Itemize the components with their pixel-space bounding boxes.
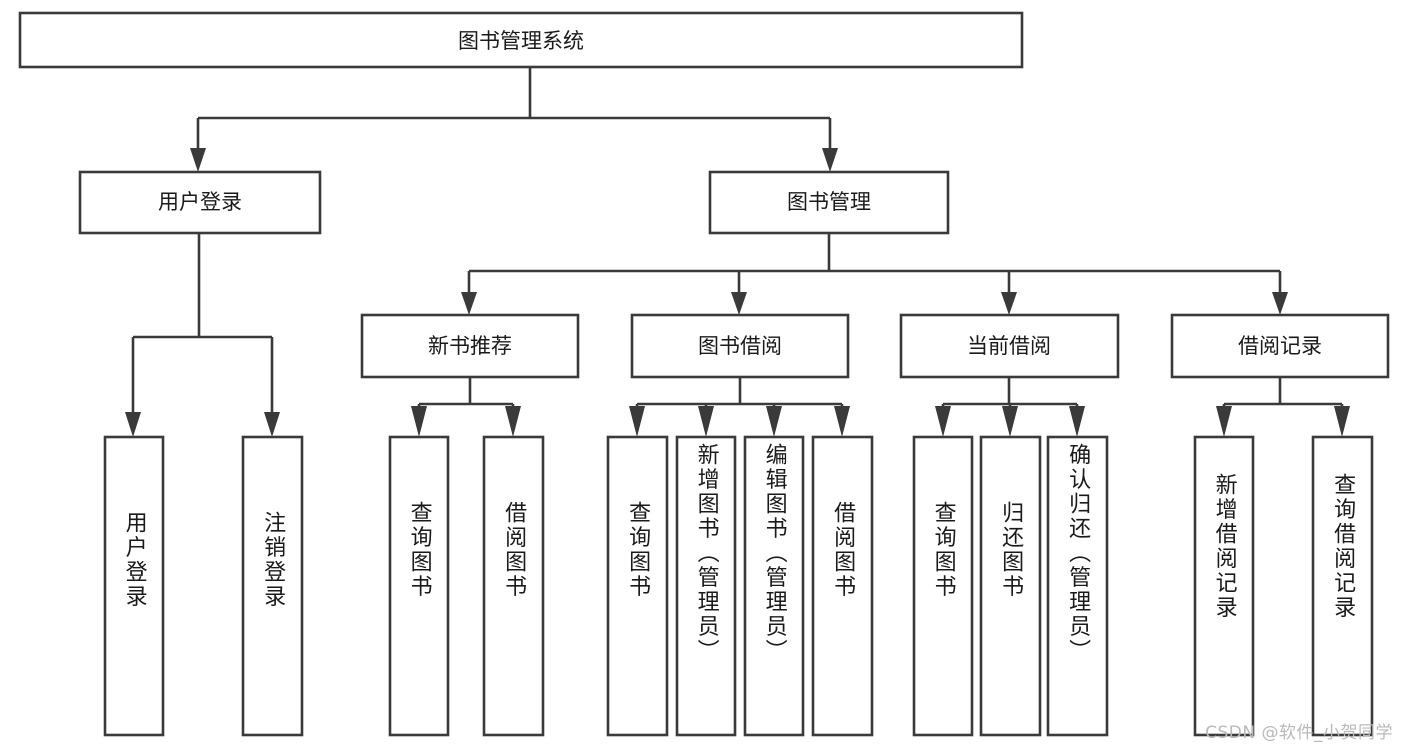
leaf-box-return-book[interactable] (979, 435, 1042, 737)
leaf-box-logout-login[interactable] (241, 435, 304, 737)
arrowhead-leaf-return-book (1002, 406, 1018, 437)
leaf-box-query-book-1[interactable] (388, 435, 450, 737)
arrowhead-leaf-query-book-3 (935, 406, 951, 437)
leaf-box-confirm-return[interactable] (1046, 435, 1109, 737)
arrowhead-leaf-borrow-book-2 (834, 406, 850, 437)
arrowhead-current-borrow (1001, 292, 1017, 315)
arrowhead-book-management (822, 148, 838, 172)
node-book-management-label: 图书管理 (787, 190, 871, 214)
connector-current-borrow-to-leaves (935, 377, 1085, 437)
arrowhead-leaf-logout-login (264, 412, 280, 437)
connector-borrow-record-to-leaves (1216, 377, 1350, 437)
node-new-book-recommend-box[interactable] (360, 313, 580, 379)
arrowhead-new-book-recommend (461, 292, 477, 315)
connector-book-borrow-to-leaves (629, 377, 850, 437)
arrowhead-borrow-record (1272, 292, 1288, 315)
arrowhead-leaf-edit-book (766, 406, 782, 437)
leaf-box-query-record[interactable] (1311, 435, 1374, 737)
node-book-management[interactable]: 图书管理 (708, 170, 950, 235)
arrowhead-leaf-borrow-book-1 (505, 406, 521, 437)
node-borrow-record-box[interactable] (1170, 313, 1390, 379)
arrowhead-leaf-query-record (1334, 406, 1350, 437)
arrowhead-user-login (190, 148, 206, 172)
arrowhead-leaf-user-login (125, 412, 141, 437)
node-root[interactable]: 图书管理系统 (18, 11, 1024, 69)
node-current-borrow-label: 当前借阅 (967, 334, 1051, 358)
leaf-box-add-record[interactable] (1193, 435, 1255, 737)
arrowhead-leaf-add-book (698, 406, 714, 437)
node-root-label: 图书管理系统 (458, 29, 584, 53)
node-borrow-record-label: 借阅记录 (1238, 334, 1322, 358)
leaf-box-borrow-book-2[interactable] (811, 435, 874, 737)
node-new-book-recommend[interactable]: 新书推荐 (360, 313, 580, 379)
csdn-watermark: CSDN @软件_小贺同学 (1205, 723, 1393, 743)
node-book-management-box[interactable] (708, 170, 950, 235)
node-new-book-recommend-label: 新书推荐 (428, 334, 512, 358)
arrowhead-leaf-confirm-return (1069, 406, 1085, 437)
connector-new-book-recommend-to-leaves (411, 377, 521, 437)
leaf-box-query-book-3[interactable] (912, 435, 974, 737)
leaf-box-edit-book[interactable] (743, 435, 805, 737)
arrowhead-book-borrow (731, 292, 747, 315)
connector-book-management-to-level2 (461, 233, 1288, 315)
node-user-login[interactable]: 用户登录 (78, 170, 322, 235)
leaf-box-user-login[interactable] (103, 435, 165, 737)
node-root-box[interactable] (18, 11, 1024, 69)
node-current-borrow-box[interactable] (899, 313, 1120, 379)
node-book-borrow-label: 图书借阅 (698, 334, 782, 358)
leaf-box-add-book[interactable] (675, 435, 737, 737)
arrowhead-leaf-query-book-1 (411, 406, 427, 437)
connector-root-to-level1 (190, 67, 838, 172)
connector-user-login-to-leaves (125, 233, 280, 437)
arrowhead-leaf-add-record (1216, 406, 1232, 437)
leaf-box-query-book-2[interactable] (606, 435, 669, 737)
node-book-borrow[interactable]: 图书借阅 (630, 313, 850, 379)
node-user-login-label: 用户登录 (158, 190, 242, 214)
node-book-borrow-box[interactable] (630, 313, 850, 379)
arrowhead-leaf-query-book-2 (629, 406, 645, 437)
node-current-borrow[interactable]: 当前借阅 (899, 313, 1120, 379)
node-borrow-record[interactable]: 借阅记录 (1170, 313, 1390, 379)
leaf-box-borrow-book-1[interactable] (482, 435, 545, 737)
